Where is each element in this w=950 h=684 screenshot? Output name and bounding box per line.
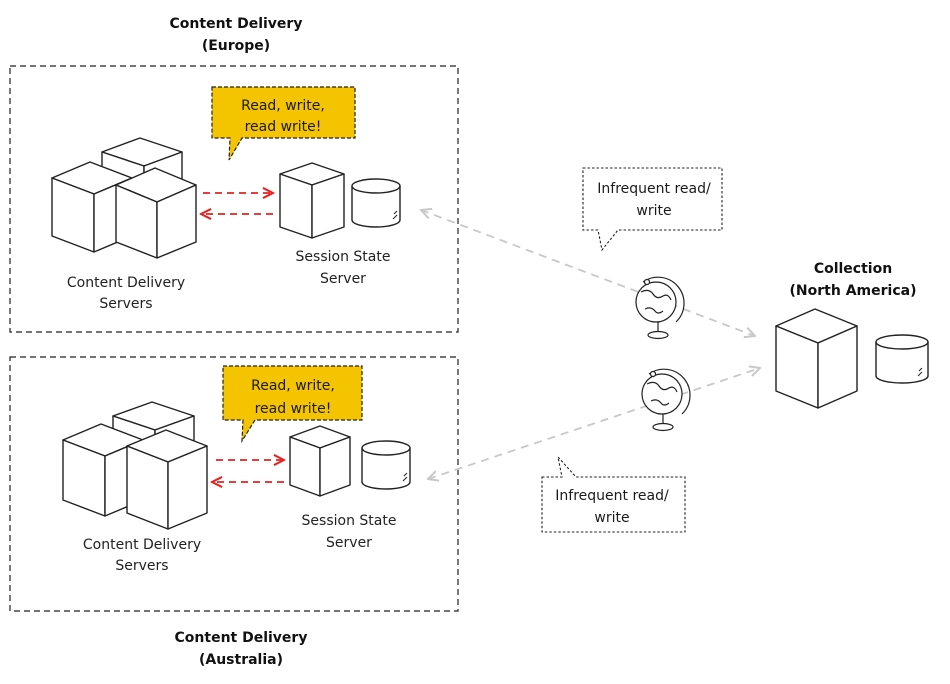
servers-label-line2: Servers bbox=[99, 296, 152, 312]
note-bubble bbox=[541, 455, 686, 533]
note-bubble bbox=[582, 167, 723, 252]
region-europe: Content Delivery (Europe) Content Delive… bbox=[9, 16, 459, 333]
region-europe-title-line2: (Europe) bbox=[202, 38, 270, 54]
note-europe-line1: Infrequent read/ bbox=[597, 181, 711, 197]
server-cube-icon bbox=[279, 162, 345, 239]
server-cube-icon bbox=[775, 308, 858, 409]
session-label-line1: Session State bbox=[296, 249, 391, 265]
content-delivery-servers-cluster bbox=[62, 401, 208, 530]
servers-label-line2: Servers bbox=[115, 558, 168, 574]
database-cylinder-icon bbox=[875, 334, 929, 384]
callout-bubble bbox=[211, 86, 356, 161]
session-label-line2: Server bbox=[326, 535, 372, 551]
dashed-arrow bbox=[421, 210, 755, 336]
servers-label-line1: Content Delivery bbox=[67, 275, 185, 291]
server-cube-icon bbox=[126, 429, 208, 530]
session-label-line2: Server bbox=[320, 271, 366, 287]
dashed-arrow bbox=[428, 368, 760, 479]
region-australia-boundary bbox=[9, 356, 459, 612]
note-europe-line2: write bbox=[636, 203, 671, 219]
callout-line1: Read, write, bbox=[241, 98, 325, 114]
database-cylinder-icon bbox=[361, 440, 411, 490]
region-australia-title-line1: Content Delivery bbox=[175, 630, 308, 646]
collection-title-line1: Collection bbox=[814, 261, 892, 277]
link-europe-collection bbox=[421, 210, 755, 336]
database-cylinder-icon bbox=[351, 178, 401, 228]
session-label-line1: Session State bbox=[302, 513, 397, 529]
servers-label-line1: Content Delivery bbox=[83, 537, 201, 553]
region-europe-boundary bbox=[9, 65, 459, 333]
callout-line1: Read, write, bbox=[251, 378, 335, 394]
note-australia-line1: Infrequent read/ bbox=[555, 488, 669, 504]
content-delivery-servers-cluster bbox=[51, 137, 197, 259]
globe-icon bbox=[635, 276, 685, 340]
region-australia: Content Delivery Servers Session State S… bbox=[9, 356, 459, 668]
collection-node: Collection (North America) bbox=[775, 261, 929, 409]
collection-title-line2: (North America) bbox=[790, 283, 917, 299]
callout-line2: read write! bbox=[245, 119, 322, 135]
server-cube-icon bbox=[289, 425, 351, 497]
link-australia-collection bbox=[428, 368, 760, 479]
region-australia-title-line2: (Australia) bbox=[199, 652, 283, 668]
region-europe-title-line1: Content Delivery bbox=[170, 16, 303, 32]
globe-icon bbox=[641, 368, 691, 432]
server-cube-icon bbox=[115, 167, 197, 259]
callout-bubble bbox=[222, 365, 363, 444]
callout-line2: read write! bbox=[255, 401, 332, 417]
note-australia-line2: write bbox=[594, 510, 629, 526]
